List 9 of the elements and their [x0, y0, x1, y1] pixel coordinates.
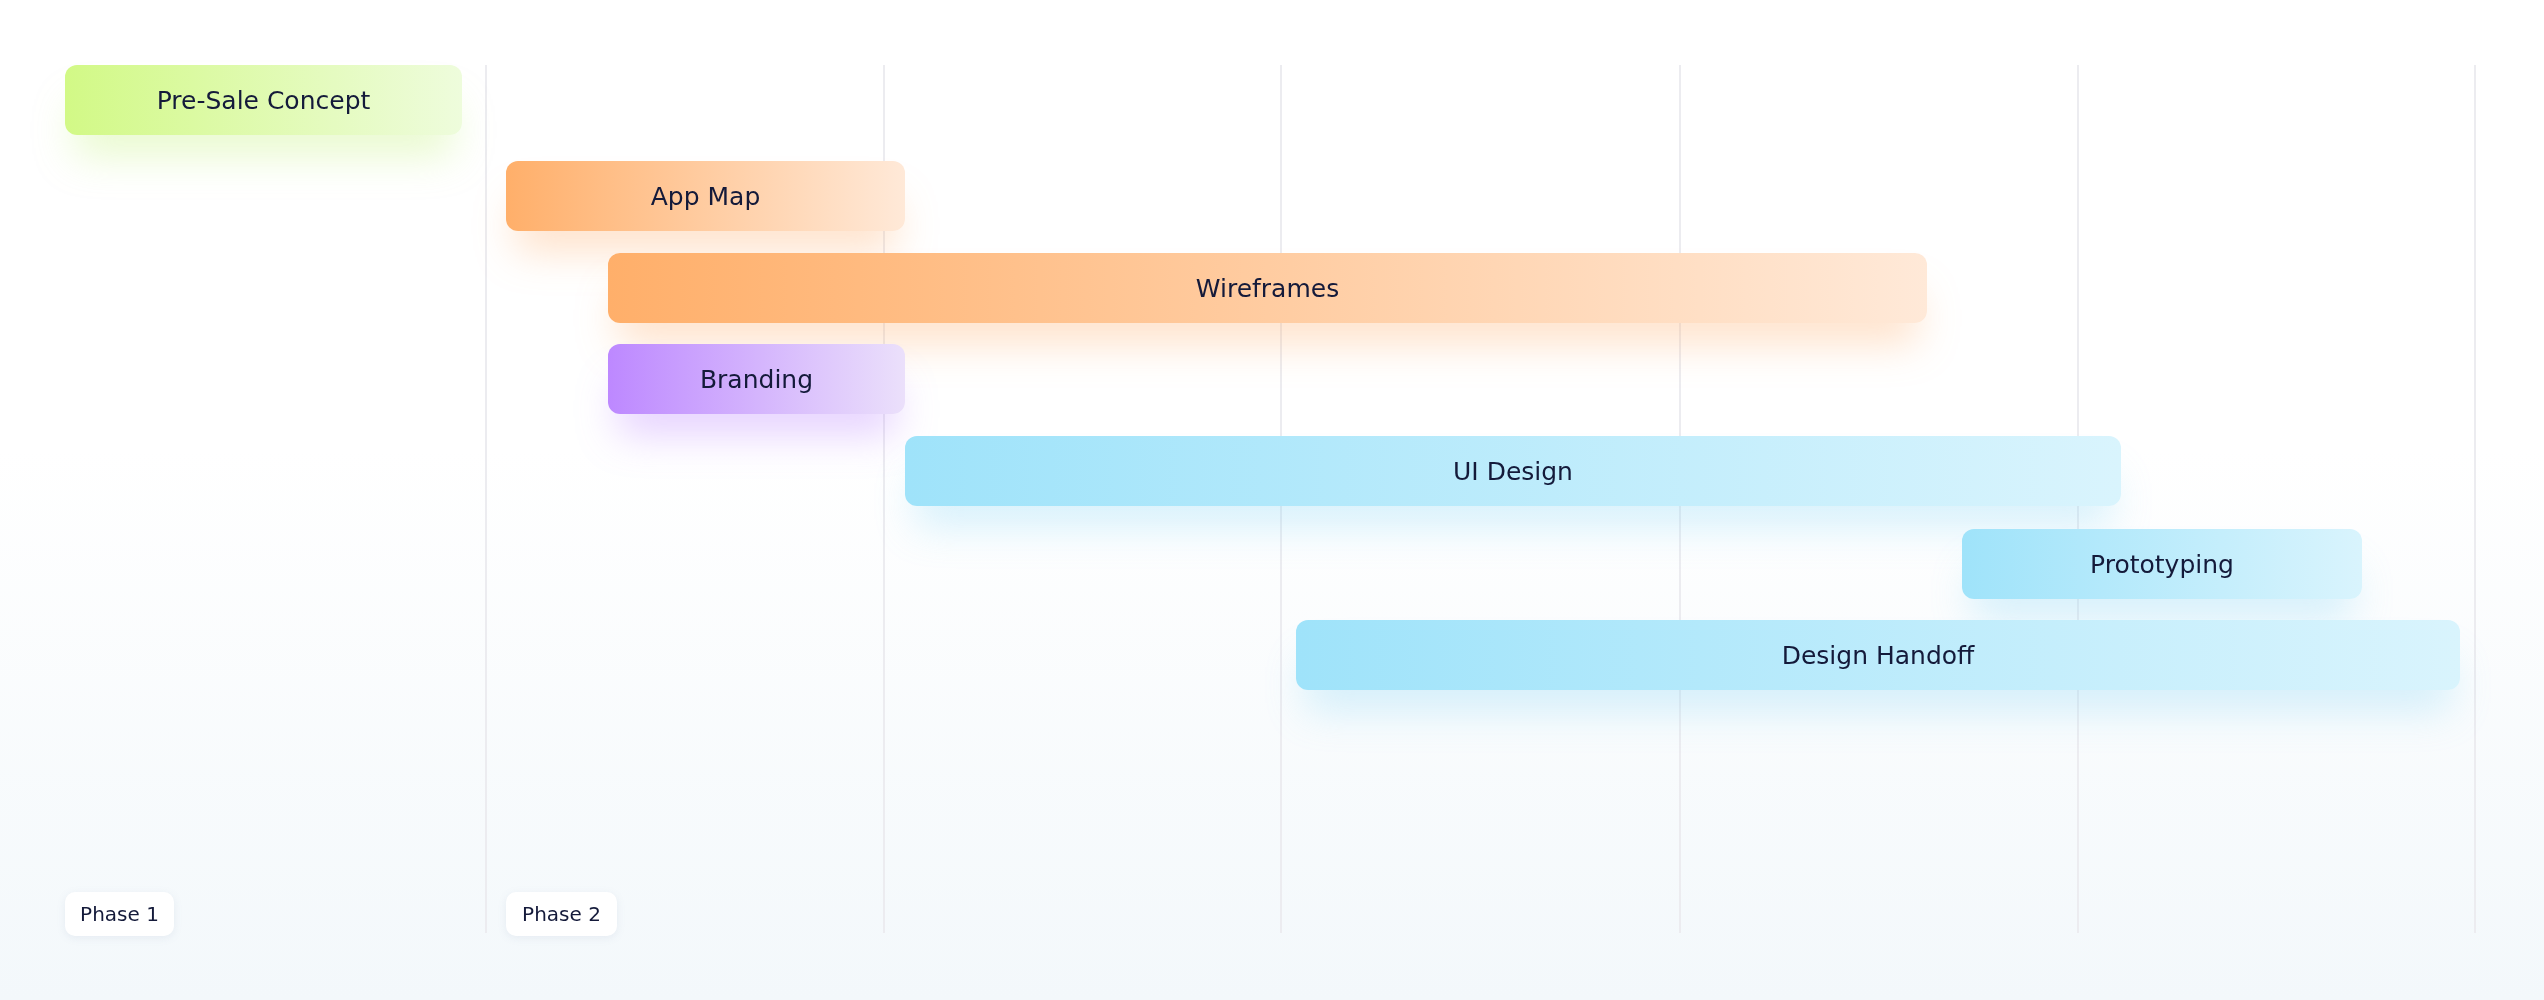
phase-label: Phase 2	[506, 892, 617, 936]
task-bar: Wireframes	[608, 253, 1927, 323]
task-bar: Design Handoff	[1296, 620, 2460, 690]
task-bar: UI Design	[905, 436, 2121, 506]
task-bar: App Map	[506, 161, 905, 231]
phase-label: Phase 1	[65, 892, 174, 936]
task-bar: Pre-Sale Concept	[65, 65, 462, 135]
task-bar: Prototyping	[1962, 529, 2362, 599]
task-bar: Branding	[608, 344, 905, 414]
